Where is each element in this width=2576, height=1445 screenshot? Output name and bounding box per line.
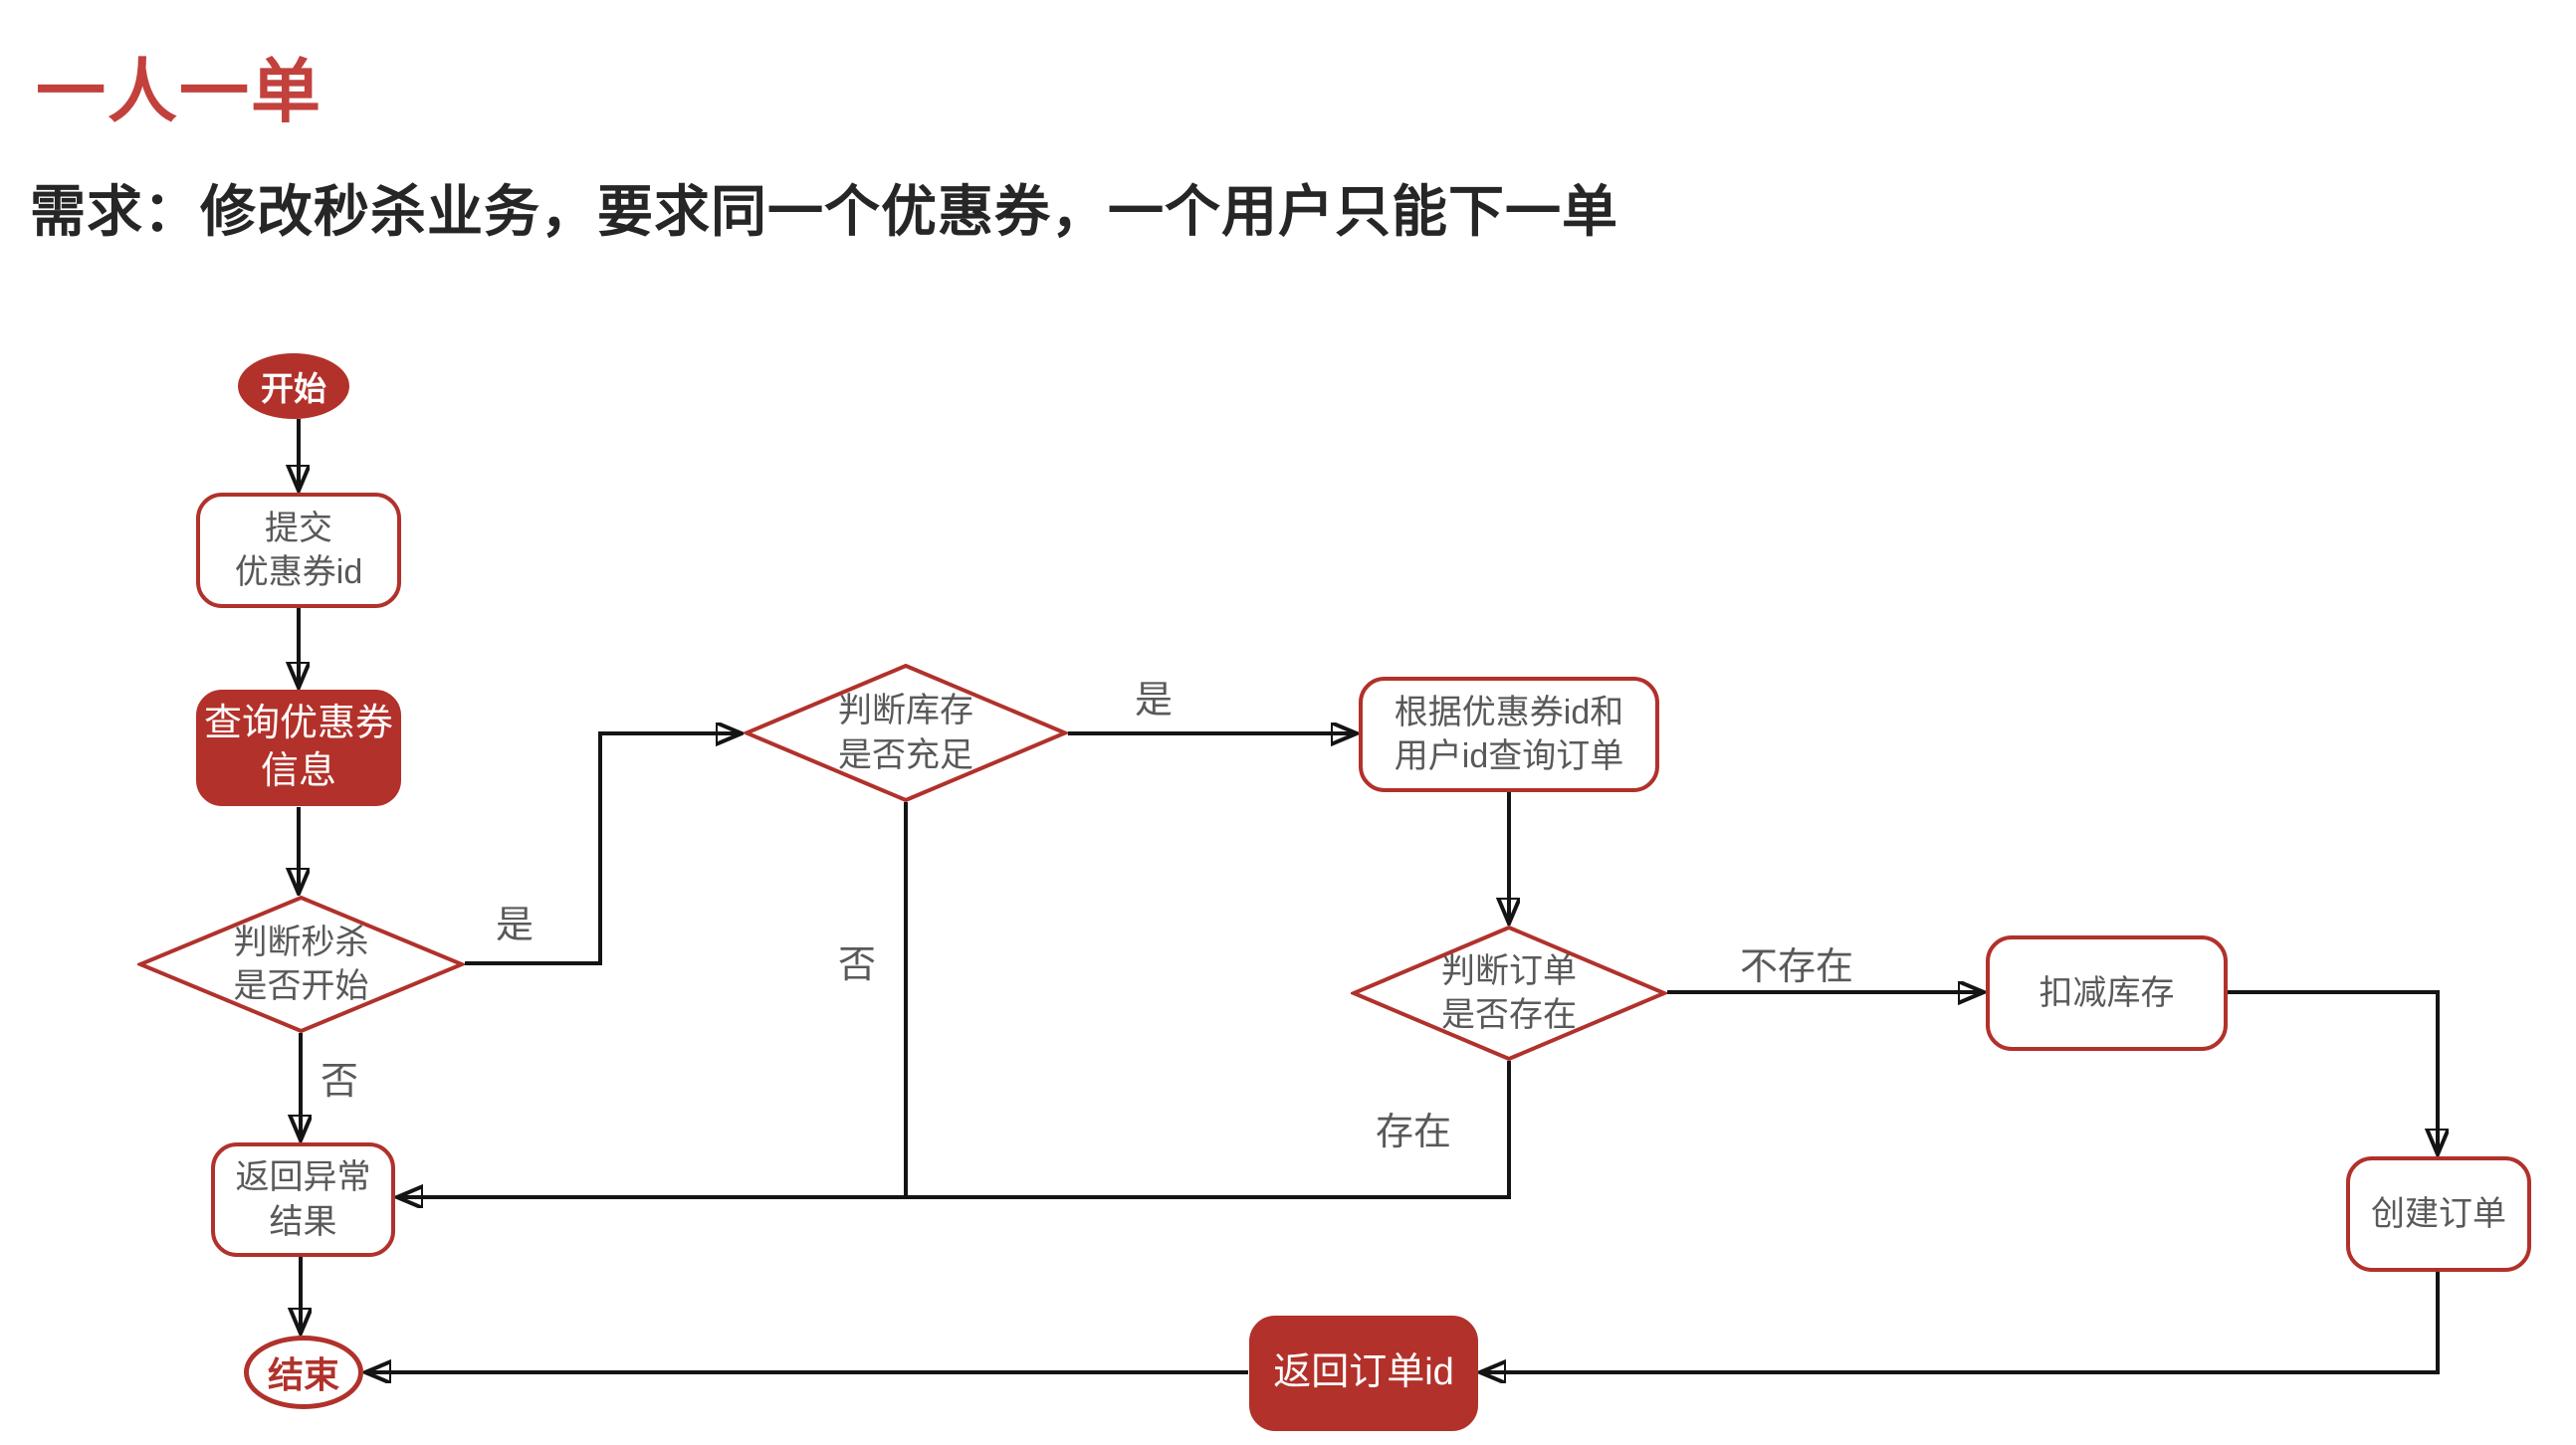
node-query-coupon: 查询优惠券 信息 <box>196 690 401 806</box>
node-create-order: 创建订单 <box>2346 1156 2531 1272</box>
decision-diamond-shape <box>744 664 1068 802</box>
edge-label-stock-yes: 是 <box>1135 680 1174 722</box>
page-title: 一人一单 <box>36 53 322 130</box>
node-check-order: 判断订单 是否存在 <box>1351 926 1667 1061</box>
edge-label-order-not-exists: 不存在 <box>1740 946 1854 988</box>
decision-diamond-shape <box>1351 926 1667 1061</box>
node-query-coupon-label: 查询优惠券 信息 <box>203 703 393 792</box>
node-deduct-stock-label: 扣减库存 <box>2039 973 2175 1012</box>
node-start-label: 开始 <box>261 370 326 407</box>
node-query-order: 根据优惠券id和 用户id查询订单 <box>1359 677 1659 792</box>
node-query-order-label: 根据优惠券id和 用户id查询订单 <box>1394 693 1624 775</box>
decision-diamond-shape <box>137 896 465 1033</box>
node-end-label: 结束 <box>267 1354 339 1395</box>
edge-create-to-returnid <box>1482 1272 2440 1372</box>
edge-order-exists-to-error <box>399 1061 1511 1197</box>
node-check-stock-label: 判断库存 是否充足 <box>838 692 973 774</box>
node-create-order-label: 创建订单 <box>2371 1194 2506 1233</box>
edge-label-stock-no: 否 <box>838 944 877 986</box>
node-start: 开始 <box>238 353 349 419</box>
node-return-error: 返回异常 结果 <box>211 1142 395 1257</box>
node-return-order-id: 返回订单id <box>1249 1316 1478 1431</box>
node-end: 结束 <box>244 1336 363 1409</box>
node-check-order-label: 判断订单 是否存在 <box>1441 951 1577 1034</box>
node-return-order-id-label: 返回订单id <box>1273 1351 1454 1394</box>
page-subtitle: 需求：修改秒杀业务，要求同一个优惠券，一个用户只能下一单 <box>30 180 1618 243</box>
node-check-stock: 判断库存 是否充足 <box>744 664 1068 802</box>
edge-label-order-exists: 存在 <box>1376 1112 1452 1153</box>
node-return-error-label: 返回异常 结果 <box>235 1158 371 1241</box>
edge-deduct-to-create <box>2228 990 2438 1152</box>
node-check-seckill: 判断秒杀 是否开始 <box>137 896 465 1033</box>
node-submit-coupon: 提交 优惠券id <box>196 493 401 608</box>
node-check-seckill-label: 判断秒杀 是否开始 <box>233 923 369 1005</box>
edge-label-seckill-yes: 是 <box>496 905 535 946</box>
node-submit-coupon-label: 提交 优惠券id <box>234 509 363 591</box>
node-deduct-stock: 扣减库存 <box>1986 935 2228 1051</box>
edge-label-seckill-no: 否 <box>321 1061 359 1103</box>
